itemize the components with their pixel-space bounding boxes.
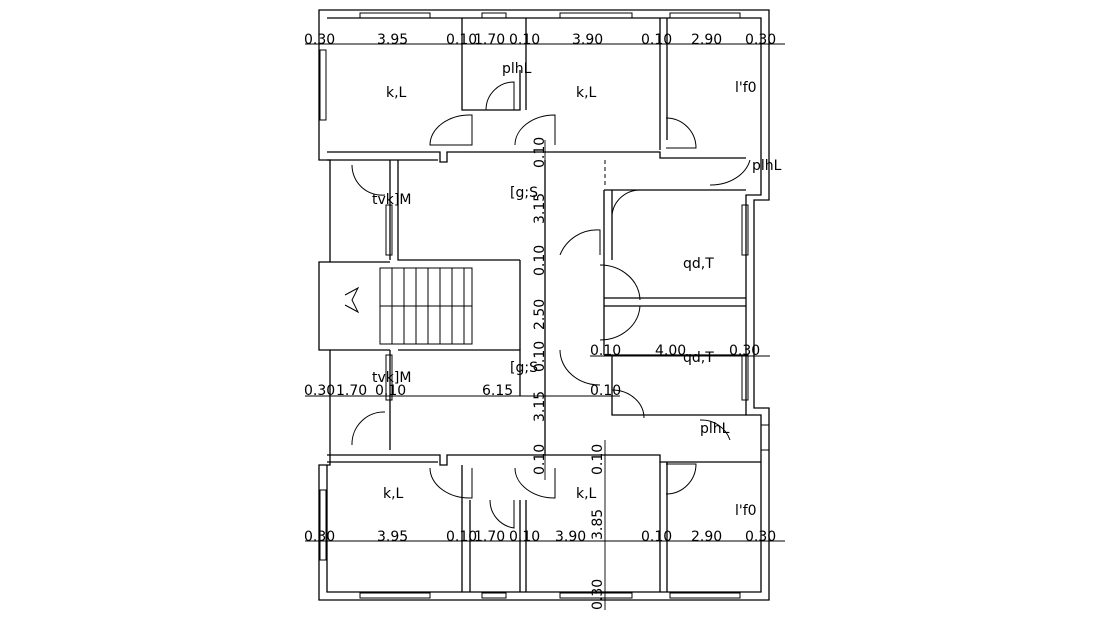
- dimension-label: 2.90: [691, 32, 722, 48]
- bottom-dimension-labels: 0.30 3.95 0.10 1.70 0.10 3.90 0.10 2.90 …: [304, 529, 776, 545]
- dimension-label: 1.70: [474, 32, 505, 48]
- dimension-label: 0.30: [745, 529, 776, 545]
- dimension-label: 0.10: [509, 529, 540, 545]
- dimension-label: 2.90: [691, 529, 722, 545]
- room-label: tvk]M: [372, 370, 411, 386]
- dimension-label: 3.90: [572, 32, 603, 48]
- staircase: [344, 267, 473, 345]
- dimension-label: 0.10: [532, 341, 548, 372]
- room-label: l'f0: [735, 503, 757, 519]
- dimension-label: 0.10: [641, 32, 672, 48]
- dimension-label: 0.10: [375, 383, 406, 399]
- dimension-label: 0.10: [590, 383, 621, 399]
- middle-dimension-labels: 0.30 1.70 0.10 6.15 0.10 0.10 4.00 0.30: [304, 343, 760, 399]
- room-label: l'f0: [735, 80, 757, 96]
- door-swings: [351, 81, 751, 529]
- dimension-label: 1.70: [474, 529, 505, 545]
- dimension-label: 3.15: [532, 193, 548, 224]
- dimension-label: 0.10: [590, 444, 606, 475]
- dimension-label: 0.30: [304, 383, 335, 399]
- dimension-label: 0.30: [304, 32, 335, 48]
- dimension-label: 4.00: [655, 343, 686, 359]
- room-label: plhL: [502, 61, 532, 77]
- dimension-label: 0.30: [745, 32, 776, 48]
- room-label: [g;S: [510, 185, 538, 201]
- room-labels: k,L k,L l'f0 plhL plhL tvk]M [g;S qd,T q…: [372, 61, 782, 519]
- top-windows: [319, 12, 770, 599]
- dimension-label: 3.85: [590, 509, 606, 540]
- dimension-label: 0.10: [446, 32, 477, 48]
- room-label: k,L: [576, 486, 597, 502]
- dimension-label: 0.10: [641, 529, 672, 545]
- room-label: k,L: [386, 85, 407, 101]
- dimension-label: 0.30: [304, 529, 335, 545]
- dimension-label: 3.15: [532, 391, 548, 422]
- room-label: plhL: [752, 158, 782, 174]
- room-label: tvk]M: [372, 192, 411, 208]
- dimension-label: 3.90: [555, 529, 586, 545]
- dimension-lines: [305, 43, 785, 610]
- top-dimension-labels: 0.30 3.95 0.10 1.70 0.10 3.90 0.10 2.90 …: [304, 32, 776, 48]
- room-label: [g;S: [510, 360, 538, 376]
- dimension-label: 0.10: [590, 343, 621, 359]
- dimension-label: 0.30: [590, 579, 606, 610]
- dimension-label: 0.10: [532, 137, 548, 168]
- room-label: plhL: [700, 421, 730, 437]
- room-label: k,L: [383, 486, 404, 502]
- dimension-label: 3.95: [377, 32, 408, 48]
- dimension-label: 2.50: [532, 299, 548, 330]
- vertical-dimension-labels: 0.10 3.15 0.10 2.50 0.10 3.15 0.10 0.10 …: [532, 137, 606, 610]
- room-label: qd,T: [683, 350, 714, 366]
- dimension-label: 6.15: [482, 383, 513, 399]
- dimension-label: 0.10: [532, 245, 548, 276]
- room-label: k,L: [576, 85, 597, 101]
- dimension-label: 0.10: [509, 32, 540, 48]
- dimension-label: 0.10: [532, 444, 548, 475]
- interior-walls: [327, 18, 761, 592]
- dimension-label: 1.70: [336, 383, 367, 399]
- room-label: qd,T: [683, 256, 714, 272]
- dimension-label: 3.95: [377, 529, 408, 545]
- dimension-label: 0.30: [729, 343, 760, 359]
- dimension-label: 0.10: [446, 529, 477, 545]
